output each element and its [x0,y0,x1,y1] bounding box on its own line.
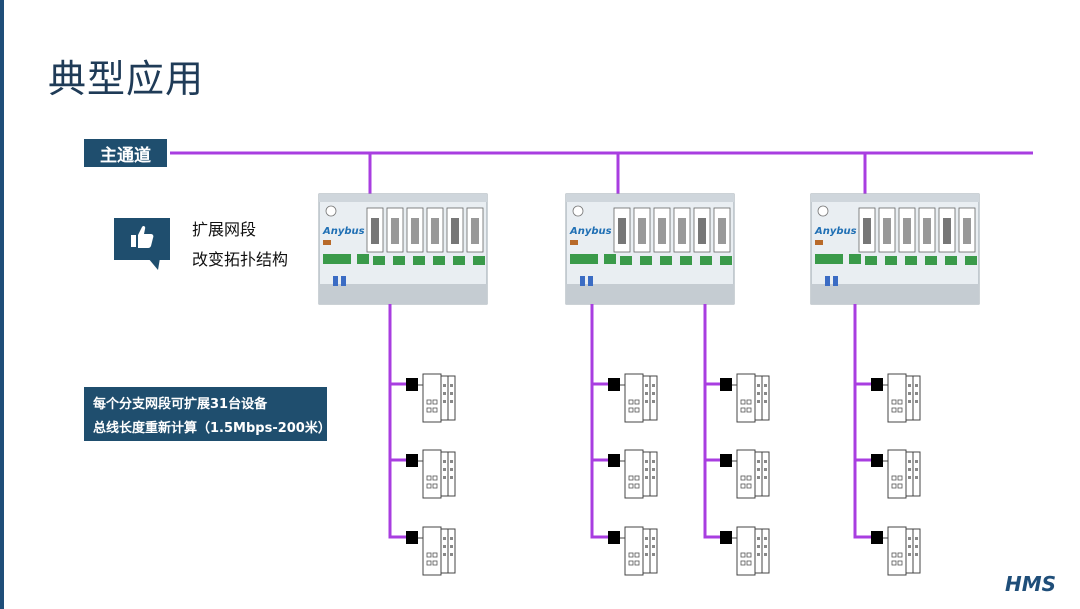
slave-devices [405,373,921,576]
device [607,449,658,499]
device [719,449,770,499]
main-bus [170,151,1033,194]
left-accent-bar [0,0,4,609]
branch-lines [388,304,873,539]
page-title: 典型应用 [48,57,205,101]
hms-logo: HMS [1005,572,1057,596]
device [870,526,921,576]
feature-item: 改变拓扑结构 [192,250,289,269]
feature-item: 扩展网段 [192,220,257,239]
main-channel-label: 主通道 [84,139,167,167]
anybus-module-3 [810,193,980,305]
device [405,526,456,576]
note-line: 总线长度重新计算（1.5Mbps-200米） [93,421,331,436]
anybus-module-2 [565,193,735,305]
device [719,526,770,576]
device [405,449,456,499]
thumbs-up-icon [114,218,170,260]
feature-list: 扩展网段 改变拓扑结构 [192,215,288,275]
anybus-module-1 [318,193,488,305]
device [870,449,921,499]
speech-tail [148,258,160,270]
note-line: 每个分支网段可扩展31台设备 [93,397,268,412]
device [607,373,658,423]
device [607,526,658,576]
device [405,373,456,423]
device [870,373,921,423]
note-box: 每个分支网段可扩展31台设备 总线长度重新计算（1.5Mbps-200米） [84,387,331,441]
device [719,373,770,423]
